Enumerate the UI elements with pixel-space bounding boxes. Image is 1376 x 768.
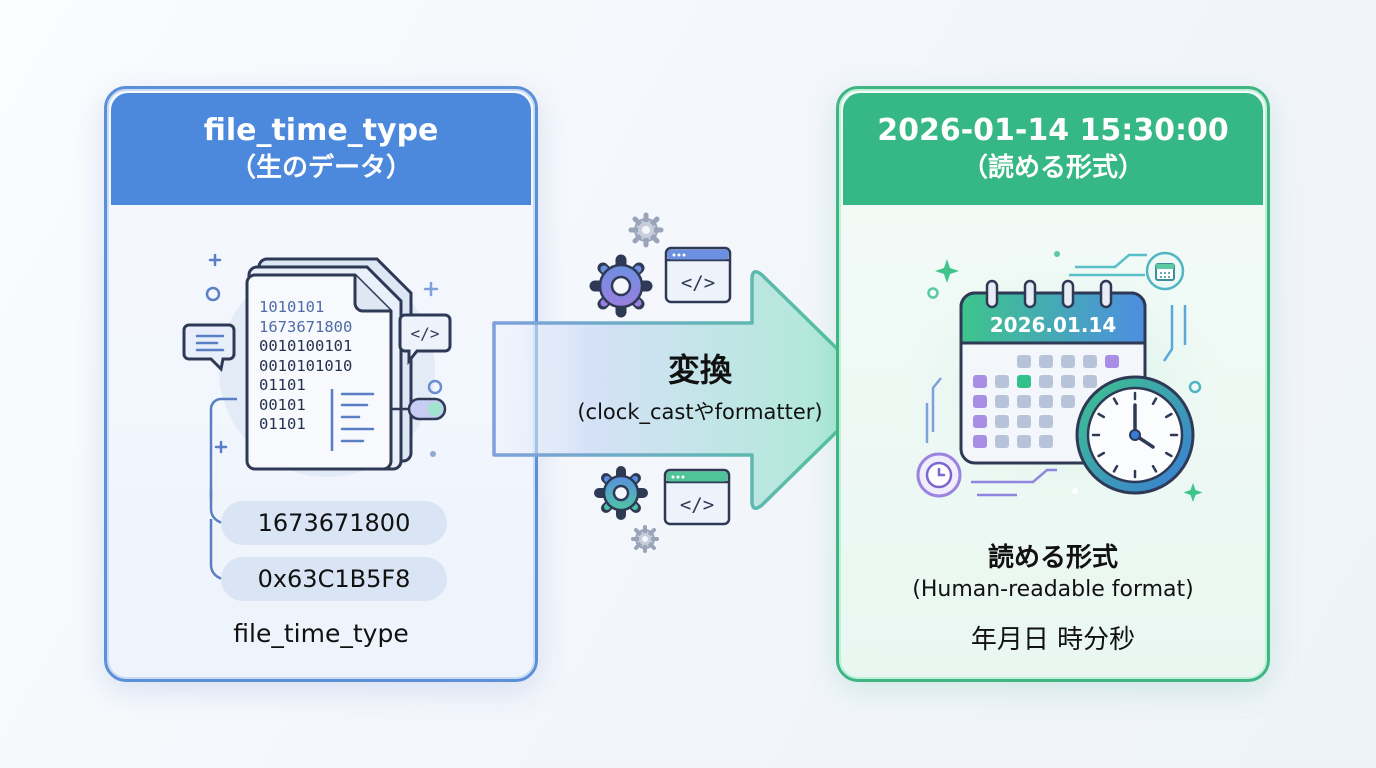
readable-header: 2026-01-14 15:30:00 （読める形式）: [843, 93, 1263, 205]
calendar-day-cell: [1061, 355, 1075, 368]
readable-subtitle: （読める形式）: [961, 153, 1144, 183]
timestamp-value: 1673671800: [221, 501, 447, 545]
calendar-day-cell: [1017, 415, 1031, 428]
svg-text:</>: </>: [411, 324, 440, 343]
calendar-day-cell: [1039, 395, 1053, 408]
clock-tick: [1112, 397, 1119, 406]
doc-line: 00101: [259, 395, 306, 414]
clock-tick: [1151, 397, 1158, 406]
calendar-day-cell: [1039, 415, 1053, 428]
raw-data-caption: file_time_type: [233, 619, 409, 648]
readable-caption-en: (Human-readable format): [912, 577, 1194, 602]
calendar-day-cell: [1017, 395, 1031, 408]
document-stack-icon: </>: [182, 253, 452, 499]
calendar-day-cell: [1105, 355, 1119, 368]
code-bubble-icon: [398, 313, 452, 366]
calendar-day-cell: [973, 395, 987, 408]
calendar-day-cell: [1061, 395, 1075, 408]
calendar-icon: 2026.01.14: [959, 279, 1147, 465]
calendar-day-cell: [995, 375, 1009, 388]
readable-caption-units: 年月日 時分秒: [970, 625, 1136, 655]
gear-icon: [594, 466, 648, 520]
calendar-day-cell: [1039, 375, 1053, 388]
clock-icon: [1075, 375, 1195, 495]
doc-line: 01101: [259, 376, 306, 394]
mini-clock-icon: [916, 452, 962, 498]
calendar-date: 2026.01.14: [990, 313, 1117, 337]
svg-text:</>: </>: [681, 272, 715, 294]
raw-data-header: file_time_type （生のデータ）: [111, 93, 531, 205]
readable-panel: 2026-01-14 15:30:00 （読める形式）: [836, 86, 1270, 682]
calendar-clock-illustration: 2026.01.14: [903, 251, 1223, 513]
calendar-day-cell: [1017, 355, 1031, 368]
gear-code-group-bottom: </>: [594, 466, 731, 553]
calendar-day-cell: [1017, 375, 1031, 388]
clock-tick: [1097, 412, 1106, 419]
code-window-icon: </>: [663, 468, 731, 526]
calendar-day-cell: [1083, 375, 1097, 388]
code-window-icon: </>: [664, 246, 732, 304]
mini-calendar-icon: [1145, 251, 1185, 291]
raw-data-title: file_time_type: [203, 113, 439, 148]
calendar-day-cell: [973, 415, 987, 428]
readable-caption-title: 読める形式: [987, 543, 1118, 573]
calendar-day-cell: [1017, 435, 1031, 448]
gear-icon: [631, 525, 659, 553]
convert-subtitle: (clock_castやformatter): [577, 400, 823, 424]
gear-icon: [589, 254, 653, 318]
calendar-day-cell: [995, 435, 1009, 448]
calendar-day-cell: [1039, 435, 1053, 448]
calendar-day-cell: [1083, 355, 1097, 368]
document-binary-lines: 1010101 1673671800 0010100101 0010101010…: [259, 298, 352, 435]
calendar-day-cell: [1039, 355, 1053, 368]
gear-icon: [628, 212, 664, 248]
readable-title: 2026-01-14 15:30:00: [877, 113, 1229, 148]
clock-tick: [1097, 451, 1106, 458]
raw-data-subtitle: （生のデータ）: [229, 153, 412, 183]
clock-tick: [1164, 412, 1173, 419]
doc-line: 0010101010: [259, 356, 353, 375]
hex-value: 0x63C1B5F8: [221, 557, 447, 601]
raw-data-panel: file_time_type （生のデータ） </: [104, 86, 538, 682]
doc-line: 01101: [259, 415, 306, 433]
calendar-day-cell: [973, 435, 987, 448]
doc-line: 1673671800: [259, 317, 353, 336]
convert-title: 変換: [667, 351, 732, 389]
doc-line: 0010100101: [259, 337, 353, 355]
svg-text:</>: </>: [680, 494, 714, 516]
calendar-day-cell: [995, 395, 1009, 408]
gear-code-group-top: </>: [589, 212, 732, 318]
calendar-day-cell: [973, 375, 987, 388]
clock-tick: [1164, 451, 1173, 458]
clock-tick: [1112, 464, 1119, 473]
calendar-day-cell: [1061, 375, 1075, 388]
doc-line: 1010101: [259, 298, 325, 316]
clock-tick: [1151, 464, 1158, 473]
calendar-day-cell: [995, 415, 1009, 428]
